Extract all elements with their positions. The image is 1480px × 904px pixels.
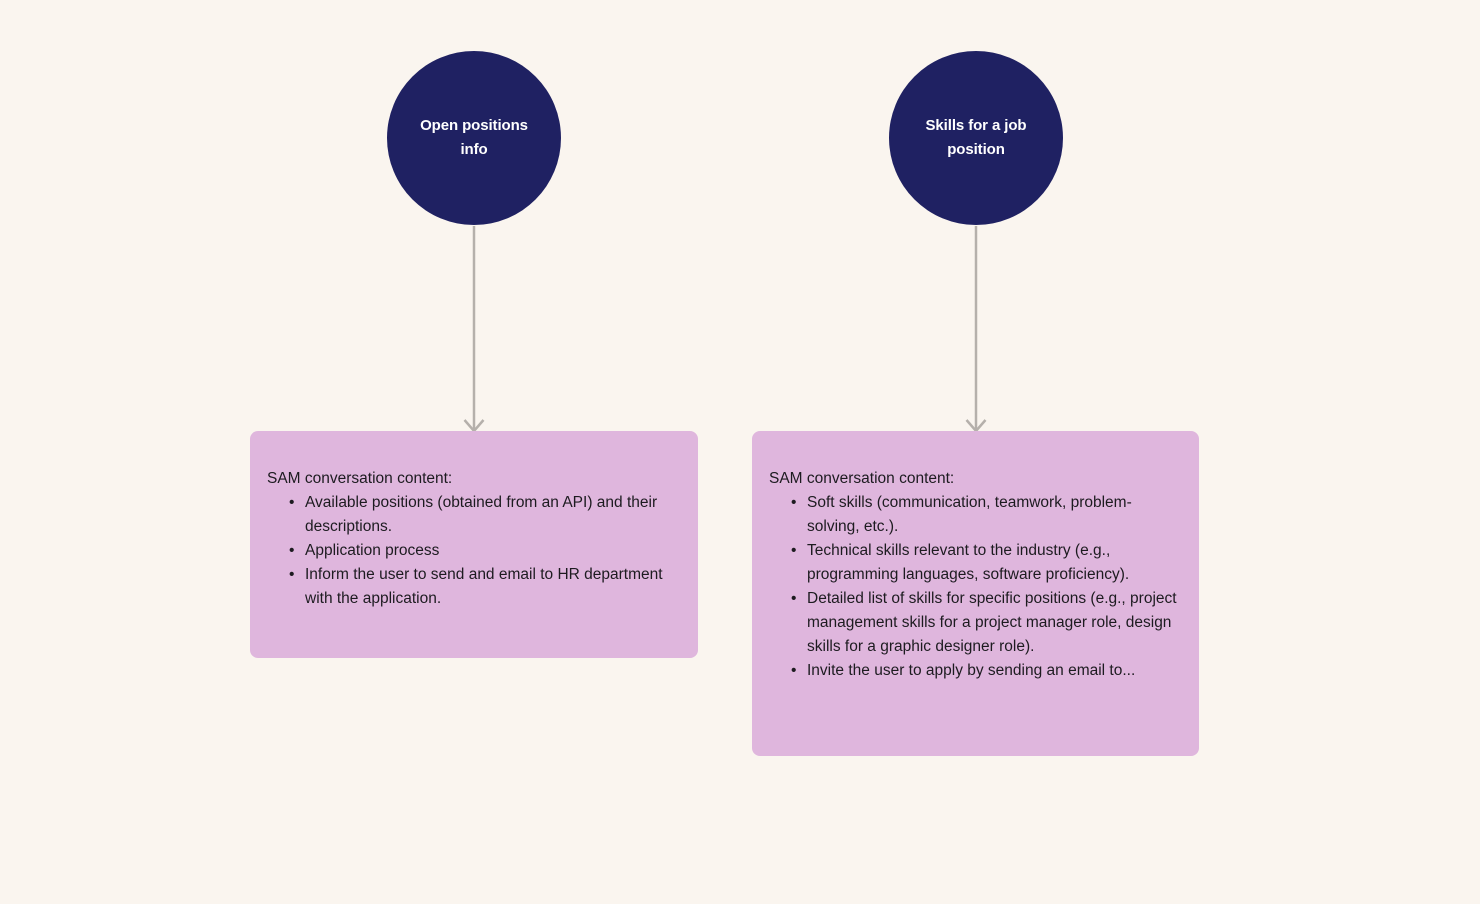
list-item: Available positions (obtained from an AP… — [289, 491, 676, 539]
list-item: Application process — [289, 539, 676, 563]
connector-open-positions — [463, 226, 485, 433]
list-item: Soft skills (communication, teamwork, pr… — [791, 491, 1177, 539]
list-item: Invite the user to apply by sending an e… — [791, 659, 1177, 683]
list-item: Technical skills relevant to the industr… — [791, 539, 1177, 587]
content-box-skills: SAM conversation content: Soft skills (c… — [752, 431, 1199, 756]
node-open-positions-info-label: Open positions info — [420, 117, 528, 158]
content-box-open-positions-list: Available positions (obtained from an AP… — [267, 491, 676, 611]
content-box-skills-list: Soft skills (communication, teamwork, pr… — [769, 491, 1177, 683]
node-skills-for-a-job-position-label: Skills for a job position — [925, 117, 1027, 158]
node-open-positions-info[interactable]: Open positions info — [387, 51, 561, 225]
node-skills-for-a-job-position[interactable]: Skills for a job position — [889, 51, 1063, 225]
content-box-skills-heading: SAM conversation content: — [769, 470, 955, 487]
list-item: Detailed list of skills for specific pos… — [791, 587, 1177, 659]
list-item: Inform the user to send and email to HR … — [289, 563, 676, 611]
content-box-open-positions: SAM conversation content: Available posi… — [250, 431, 698, 658]
content-box-open-positions-heading: SAM conversation content: — [267, 470, 453, 487]
connector-skills — [965, 226, 987, 433]
